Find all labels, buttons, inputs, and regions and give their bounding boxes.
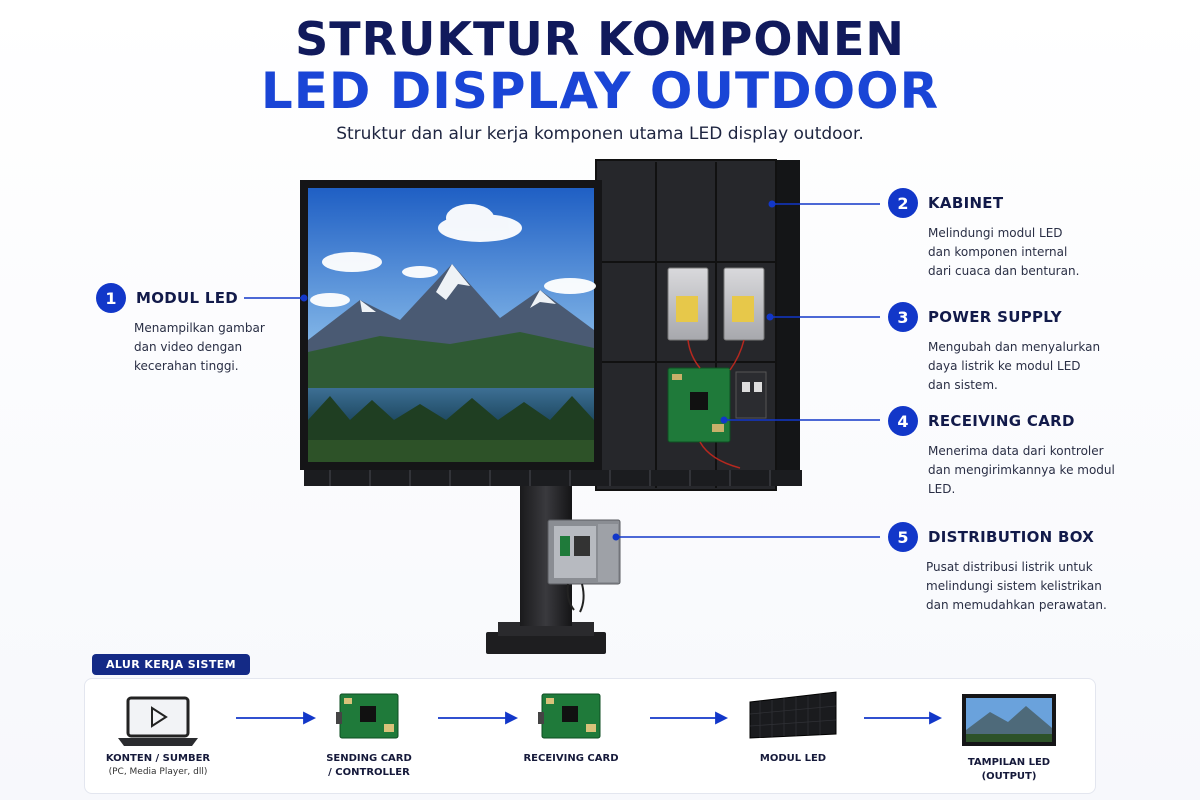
callout-number: 5 [888,522,918,552]
workflow-step-label: SENDING CARD / CONTROLLER [304,752,434,780]
bottom-rail [304,470,802,486]
led-screen-content [308,188,596,462]
pole-base [486,632,606,654]
callout-number: 4 [888,406,918,436]
workflow-step-label-line1: SENDING CARD [326,753,412,764]
circuit-board-icon [538,693,601,739]
callout-description: Mengubah dan menyalurkan daya listrik ke… [928,340,1101,392]
callout-number: 1 [96,283,126,313]
circuit-board-icon [336,693,399,739]
callout-title: POWER SUPPLY [928,308,1062,326]
workflow-step-label-line1: TAMPILAN LED [967,757,1051,768]
callout-description: Melindungi modul LED dan komponen intern… [928,226,1080,278]
callout-modul-led: 1 MODUL LED Menampilkan gambar dan video… [96,283,284,376]
callout-description: Menampilkan gambar dan video dengan kece… [134,321,265,373]
title-line-1: STRUKTUR KOMPONEN [295,12,905,66]
laptop-icon [118,696,198,746]
workflow-step-label: MODUL LED [759,753,827,764]
callout-distribution-box: 5 DISTRIBUTION BOX Pusat distribusi list… [888,522,1126,615]
workflow-step-label: TAMPILAN LED (OUTPUT) [944,756,1074,784]
callout-description: Pusat distribusi listrik untuk melindung… [926,560,1107,612]
workflow-step-sub: (PC, Media Player, dll) [108,767,208,777]
callout-title: RECEIVING CARD [928,412,1075,430]
title-line-2: LED DISPLAY OUTDOOR [260,62,940,120]
power-supply-units [667,267,765,341]
callout-title: MODUL LED [136,289,239,307]
workflow-step-label: RECEIVING CARD [523,753,619,764]
callout-title: DISTRIBUTION BOX [928,528,1095,546]
callout-description: Menerima data dari kontroler dan mengiri… [928,444,1115,496]
callout-kabinet: 2 KABINET Melindungi modul LED dan kompo… [888,188,1088,281]
callout-number: 3 [888,302,918,332]
play-icon [151,706,168,728]
callout-power-supply: 3 POWER SUPPLY Mengubah dan menyalurkan … [888,302,1103,395]
workflow-step-sending-card: SENDING CARD / CONTROLLER [304,746,434,780]
led-panel-icon [749,691,837,739]
callout-title: KABINET [928,194,1004,212]
receiving-card-board [667,367,767,443]
workflow-step-modul-led: MODUL LED [728,746,858,766]
workflow-step-label-line2: / CONTROLLER [328,767,410,778]
callout-number: 2 [888,188,918,218]
workflow-badge: ALUR KERJA SISTEM [92,654,251,675]
callout-receiving-card: 4 RECEIVING CARD Menerima data dari kont… [888,406,1118,499]
monitor-icon [962,694,1056,746]
workflow-step-label: KONTEN / SUMBER [105,753,211,764]
page-subtitle: Struktur dan alur kerja komponen utama L… [336,124,864,144]
workflow-step-output: TAMPILAN LED (OUTPUT) [944,750,1074,784]
distribution-box [547,519,621,613]
workflow-step-source: KONTEN / SUMBER (PC, Media Player, dll) [94,746,222,778]
workflow-step-label-line2: (OUTPUT) [981,771,1037,782]
workflow-step-receiving-card: RECEIVING CARD [506,746,636,766]
